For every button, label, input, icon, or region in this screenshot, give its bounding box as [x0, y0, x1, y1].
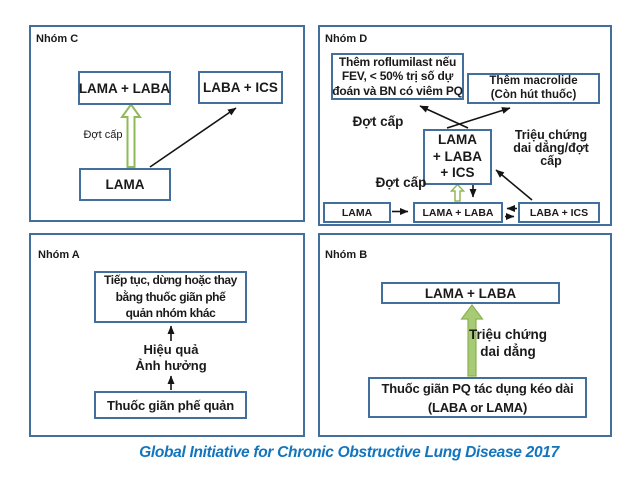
arrow-triple-to-roflumilast: [419, 105, 469, 129]
box-line: quản nhóm khác: [125, 306, 216, 321]
label-line: Ảnh hưởng: [135, 358, 207, 373]
box-line: Thêm roflumilast nếu: [338, 54, 457, 69]
box-lama-laba-c: LAMA + LABA: [78, 71, 171, 105]
box-line: (Còn hút thuốc): [490, 88, 577, 101]
green-block-arrow-lama-laba-to-triple: [449, 183, 466, 202]
panel-title-group-d: Nhóm D: [325, 33, 368, 45]
box-line: Tiếp tục, dừng hoặc thay: [104, 273, 237, 288]
panel-title-group-b: Nhóm B: [325, 249, 368, 261]
box-lama-laba-ics-d: LAMA + LABA + ICS: [423, 129, 492, 185]
box-line: LAMA: [438, 132, 477, 148]
panel-title-group-c: Nhóm C: [36, 33, 79, 45]
box-line: Thuốc giãn PQ tác dụng kéo dài: [381, 380, 574, 396]
label-line: dai dẳng/đợt: [513, 140, 589, 155]
panel-group-d: [318, 25, 612, 226]
green-block-arrow-lama-to-lama-laba: [120, 102, 142, 168]
label-effect-a: Hiệu quả Ảnh hưởng: [111, 342, 231, 374]
arrow-lama-to-laba-ics: [149, 107, 237, 168]
box-laba-ics-c: LABA + ICS: [198, 71, 283, 104]
box-line: (LABA or LAMA): [427, 399, 528, 415]
label-persistent-symptoms-d: Triệu chứng dai dẳng/đợt cấp: [496, 129, 606, 167]
label-line: dai dẳng: [480, 343, 536, 359]
box-line: đoán và BN có viêm PQ: [332, 83, 463, 98]
box-line: + ICS: [440, 165, 475, 181]
label-exacerbation-upper-d: Đợt cấp: [352, 114, 404, 129]
box-lama-d: LAMA: [323, 202, 391, 223]
box-line: FEV, < 50% trị số dự: [341, 69, 454, 84]
panel-group-a: [29, 233, 305, 437]
green-block-arrow-long-acting-to-lama-laba: [460, 304, 484, 377]
label-line: Hiệu quả: [143, 342, 199, 357]
arrow-triple-to-macrolide: [446, 107, 511, 129]
panel-title-group-a: Nhóm A: [38, 249, 80, 261]
panel-group-c: [29, 25, 305, 222]
label-line: cấp: [540, 153, 562, 168]
label-line: Triệu chứng: [468, 327, 548, 342]
caption-gold-2017: Global Initiative for Chronic Obstructiv…: [139, 444, 559, 461]
box-laba-ics-d: LABA + ICS: [518, 202, 600, 223]
label-exacerbation-lower-d: Đợt cấp: [375, 175, 427, 190]
panel-group-b: [318, 233, 612, 437]
box-lama-laba-b: LAMA + LABA: [381, 282, 560, 304]
box-continue-switch-a: Tiếp tục, dừng hoặc thay bằng thuốc giãn…: [94, 271, 247, 323]
box-long-acting-bronchodilator-b: Thuốc giãn PQ tác dụng kéo dài (LABA or …: [368, 377, 587, 418]
box-line: Thêm macrolide: [489, 75, 578, 87]
box-lama-laba-d: LAMA + LABA: [413, 202, 503, 223]
box-line: bằng thuốc giãn phế: [115, 289, 226, 304]
box-bronchodilator-a: Thuốc giãn phế quản: [94, 391, 247, 419]
arrow-laba-ics-to-triple: [495, 169, 533, 201]
box-macrolide-d: Thêm macrolide (Còn hút thuốc): [467, 73, 600, 104]
box-lama-c: LAMA: [79, 168, 171, 201]
box-line: + LABA: [432, 148, 483, 164]
label-exacerbation-c: Đợt cấp: [83, 129, 123, 141]
label-line: Triệu chứng: [514, 128, 588, 142]
label-persistent-symptoms-b: Triệu chứng dai dẳng: [448, 327, 568, 360]
box-roflumilast-d: Thêm roflumilast nếu FEV, < 50% trị số d…: [331, 53, 464, 100]
